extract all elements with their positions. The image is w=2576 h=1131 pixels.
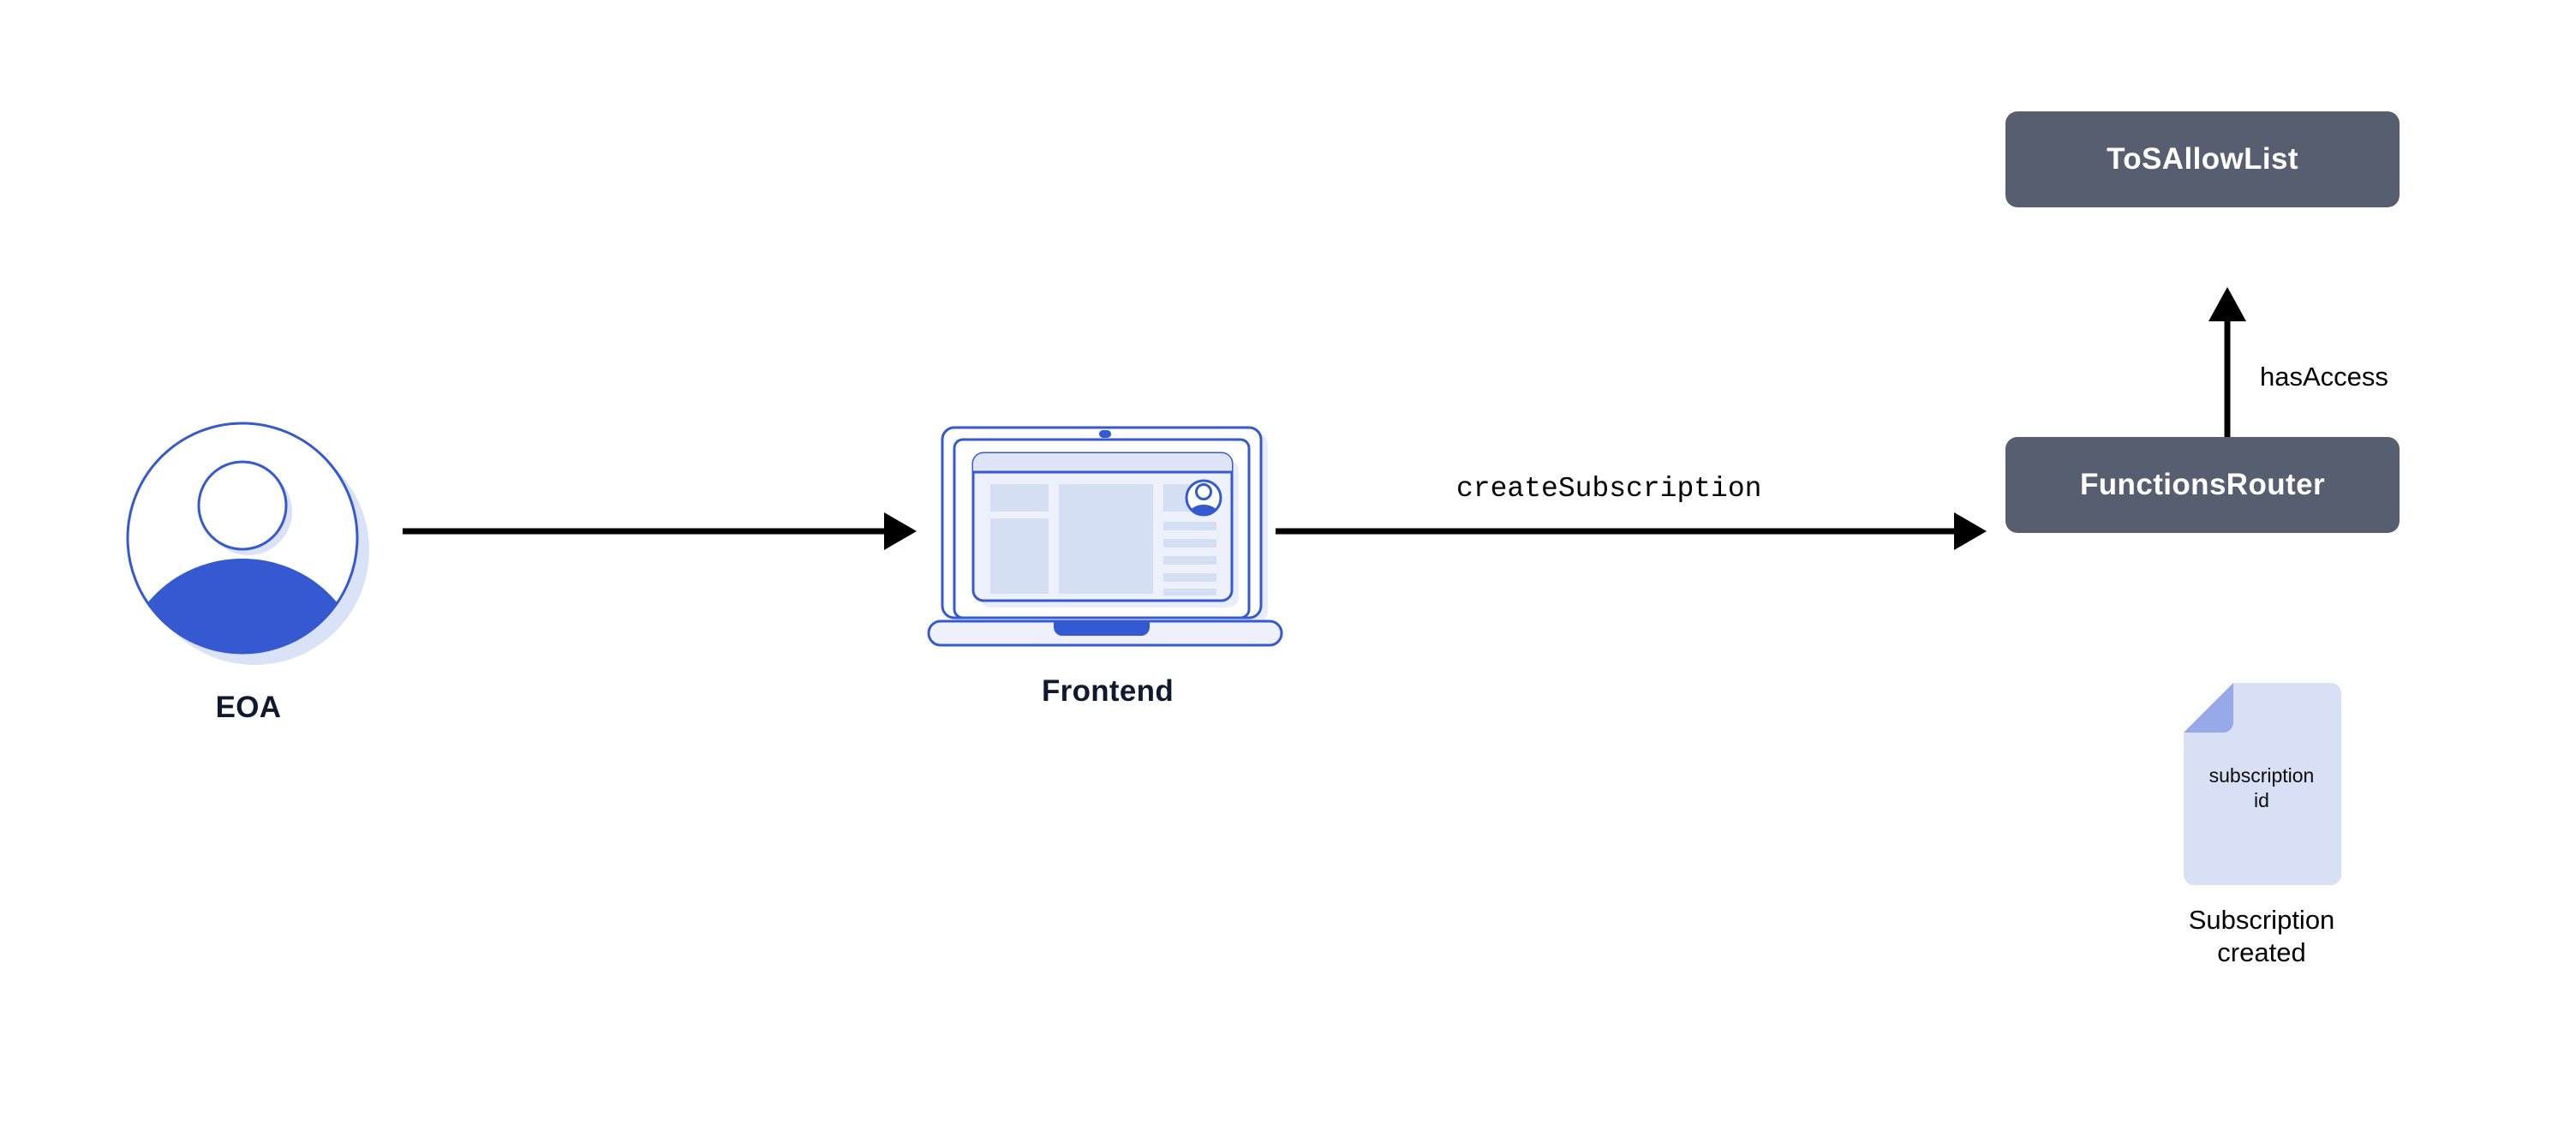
- node-eoa[interactable]: EOA: [120, 420, 377, 725]
- node-frontend-label: Frontend: [1041, 674, 1174, 708]
- node-subscription-document[interactable]: subscription id Subscription created: [2133, 681, 2390, 969]
- laptop-icon: [923, 424, 1292, 655]
- subscription-document-caption: Subscription created: [2133, 904, 2390, 969]
- user-avatar-svg: [126, 422, 369, 665]
- screen-avatar-icon: [1185, 479, 1222, 517]
- laptop-svg: [927, 426, 1283, 647]
- subscription-document-caption-line2: created: [2217, 937, 2306, 967]
- arrow-eoa-to-frontend: [403, 512, 917, 550]
- document-icon: subscription id: [2180, 681, 2343, 887]
- subscription-document-caption-line1: Subscription: [2188, 905, 2335, 935]
- document-icon-text-line2: id: [2254, 789, 2269, 811]
- edge-label-has-access: hasAccess: [2260, 362, 2388, 392]
- node-frontend[interactable]: Frontend: [915, 424, 1300, 709]
- arrow-functions-router-to-tos-allowlist: [2208, 287, 2246, 440]
- node-functions-router[interactable]: FunctionsRouter: [2005, 437, 2400, 533]
- document-icon-text-line1: subscription: [2208, 764, 2315, 787]
- node-tos-allowlist[interactable]: ToSAllowList: [2005, 111, 2400, 207]
- edge-label-create-subscription: createSubscription: [1456, 473, 1762, 505]
- document-svg: [2184, 683, 2341, 885]
- node-eoa-label: EOA: [215, 691, 282, 724]
- node-functions-router-label: FunctionsRouter: [2080, 468, 2325, 501]
- user-avatar-icon: [124, 420, 373, 668]
- node-tos-allowlist-label: ToSAllowList: [2107, 142, 2298, 176]
- document-icon-text: subscription id: [2180, 763, 2343, 813]
- arrow-frontend-to-functions-router: [1276, 512, 1987, 550]
